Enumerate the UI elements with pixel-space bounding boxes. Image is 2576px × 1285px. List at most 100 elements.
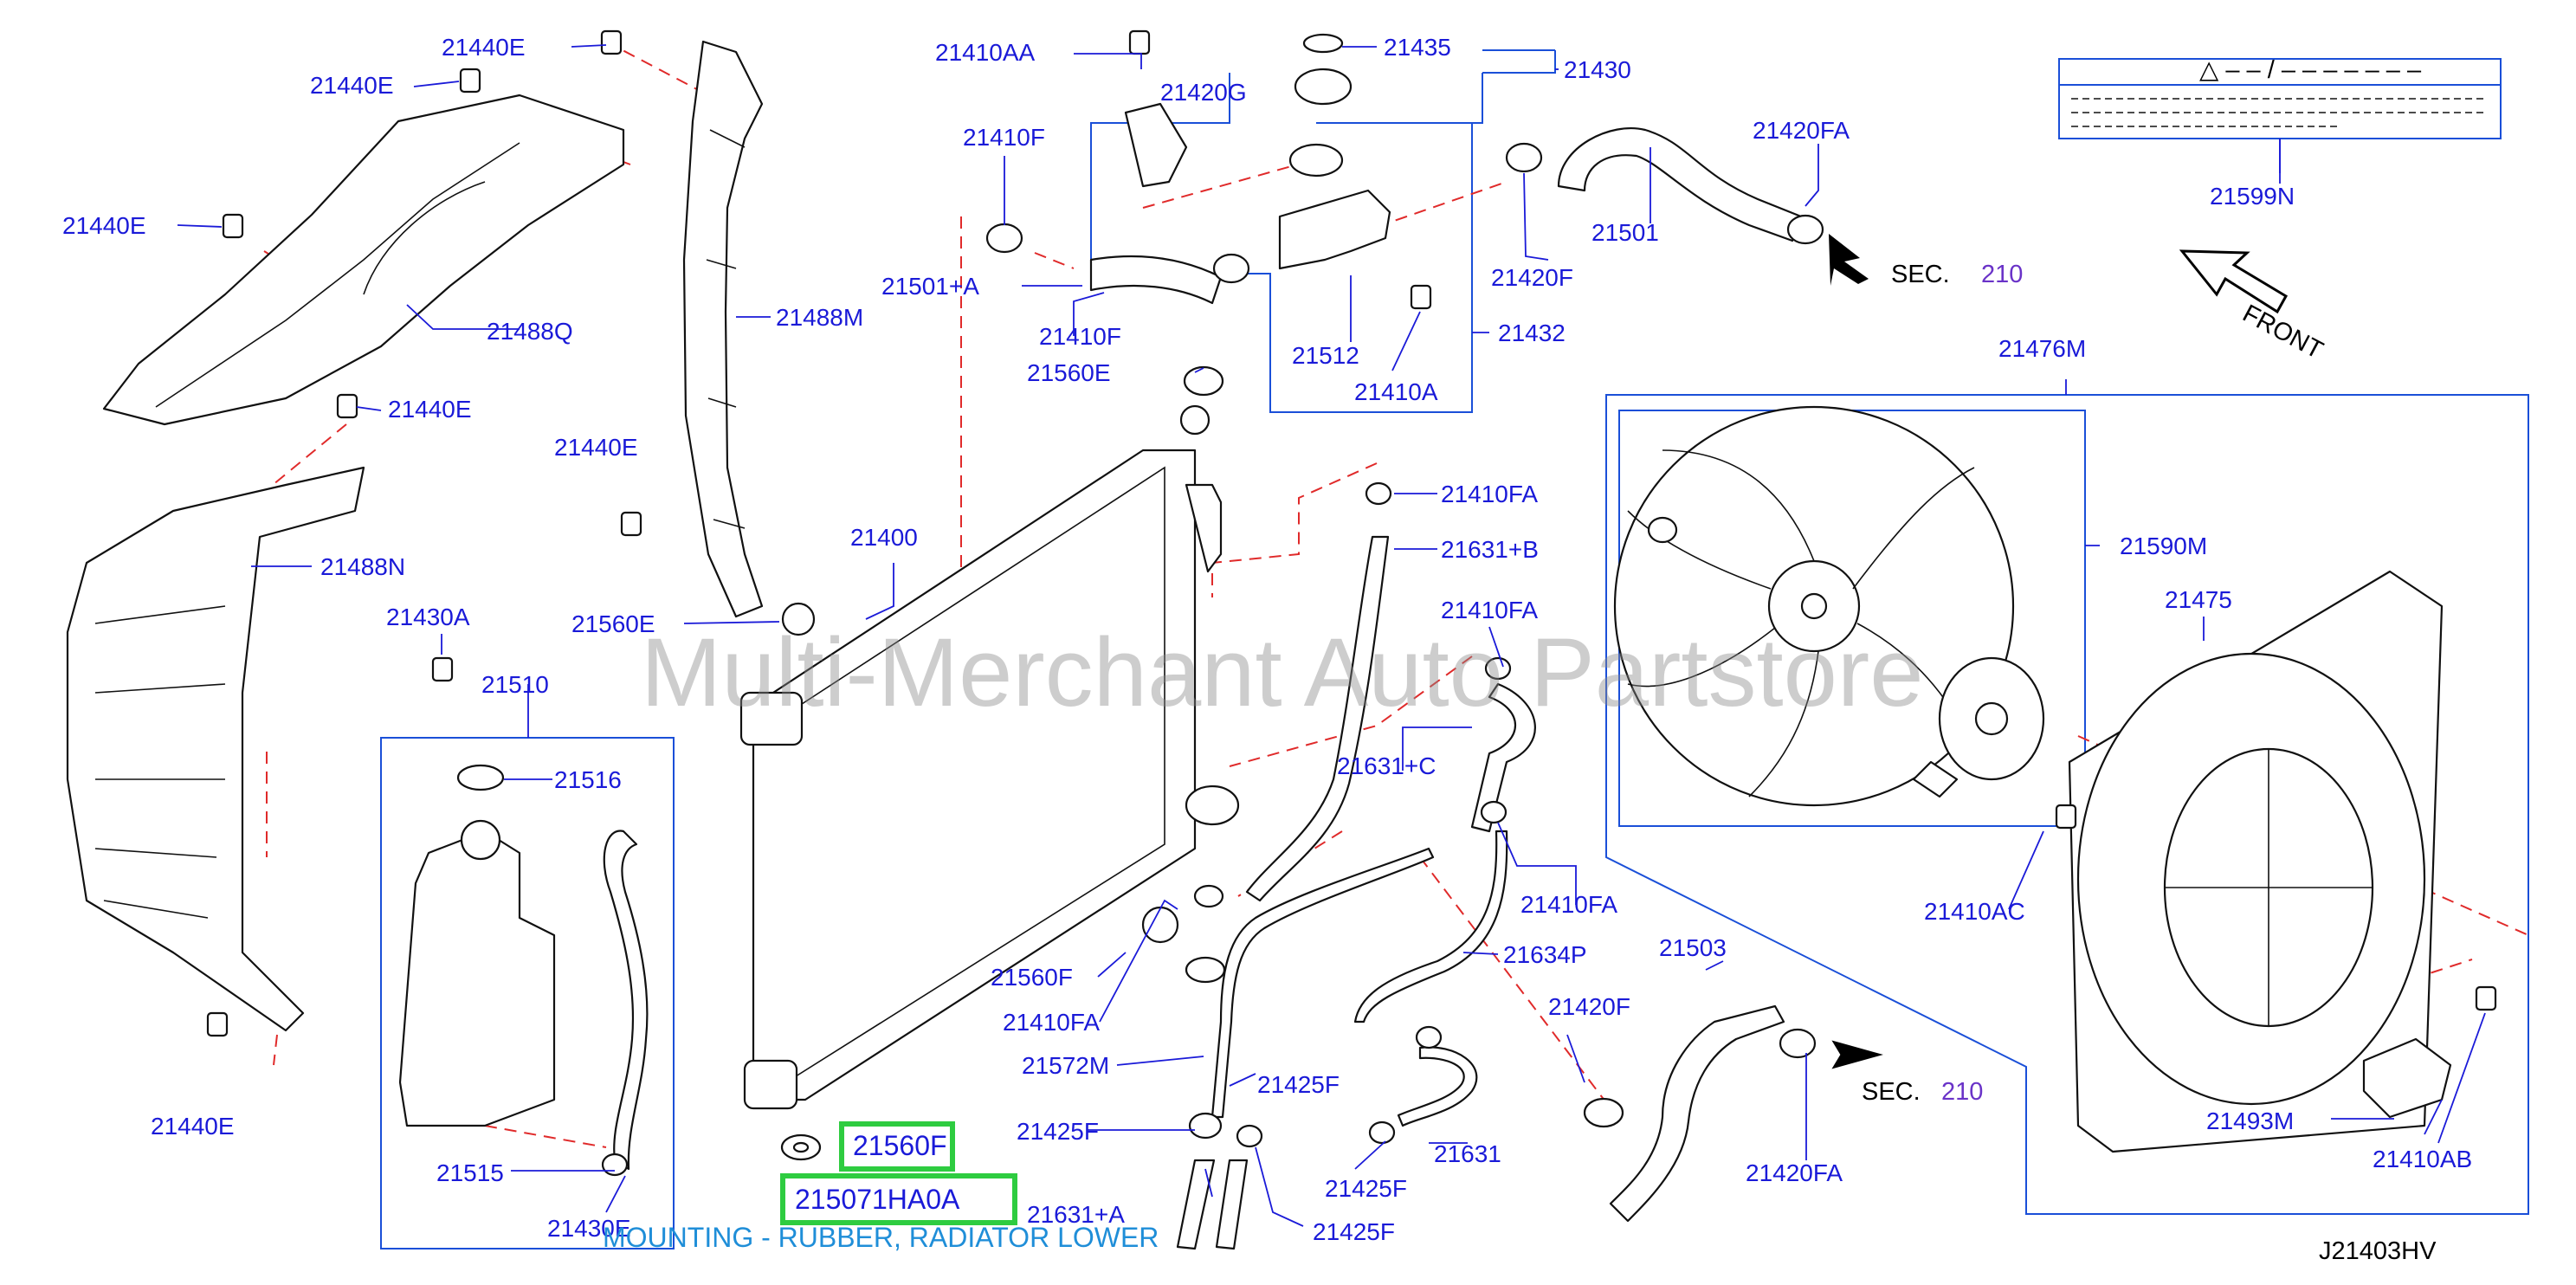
label-21560E[interactable]: 21560E (571, 610, 655, 637)
highlight-callout-box (839, 1121, 955, 1172)
front-label: FRONT (2238, 300, 2327, 365)
box-21430-upper (1316, 49, 1556, 124)
label-21410F[interactable]: 21410F (963, 124, 1045, 151)
label-21510[interactable]: 21510 (481, 671, 549, 698)
label-21488M[interactable]: 21488M (776, 304, 863, 331)
label-21631pA[interactable]: 21631+A (1027, 1201, 1125, 1228)
label-21599N[interactable]: 21599N (2210, 183, 2295, 210)
label-21425F[interactable]: 21425F (1325, 1175, 1407, 1202)
label-21440E[interactable]: 21440E (62, 212, 146, 239)
label-21430[interactable]: 21430 (1564, 56, 1631, 83)
label-21420FA[interactable]: 21420FA (1746, 1159, 1843, 1186)
label-21430A[interactable]: 21430A (386, 604, 470, 630)
label-21476M[interactable]: 21476M (1998, 335, 2086, 362)
part-21634P (1353, 830, 1508, 1023)
label-21440E[interactable]: 21440E (388, 396, 472, 423)
part-motor (1912, 656, 2045, 798)
label-21410FA[interactable]: 21410FA (1441, 597, 1538, 623)
part-21400 (752, 449, 1197, 1101)
label-21475[interactable]: 21475 (2165, 586, 2232, 613)
part-21488N (66, 466, 365, 1032)
label-21435[interactable]: 21435 (1384, 34, 1451, 61)
label-21560E[interactable]: 21560E (1027, 359, 1111, 386)
label-21560F[interactable]: 21560F (991, 964, 1073, 991)
box-21476M (1605, 394, 2529, 1215)
highlight-callout[interactable]: 21560F (853, 1130, 947, 1161)
section-ref-number[interactable]: 210 (1981, 261, 2023, 288)
label-21432[interactable]: 21432 (1498, 320, 1566, 346)
watermark: Multi-Merchant Auto Partstore (641, 618, 1923, 726)
label-21410AC[interactable]: 21410AC (1924, 898, 2025, 925)
label-21410AA[interactable]: 21410AA (935, 39, 1036, 66)
label-21410AB[interactable]: 21410AB (2373, 1146, 2472, 1172)
label-21410FA[interactable]: 21410FA (1520, 891, 1617, 918)
label-21488Q[interactable]: 21488Q (487, 318, 573, 345)
section-ref-number[interactable]: 210 (1941, 1078, 1983, 1106)
part-21572M (1211, 847, 1435, 1119)
warning-label-21599N: △ – – / – – – – – – – (2071, 56, 2485, 173)
label-21425F[interactable]: 21425F (1313, 1218, 1395, 1245)
label-21516[interactable]: 21516 (554, 766, 622, 793)
label-21515[interactable]: 21515 (436, 1159, 504, 1186)
part-labels: 21440E 21440E 21440E 21488Q 21440E 21488… (62, 34, 2472, 1245)
sec-arrow-lower (1831, 1040, 1883, 1069)
part-21515 (603, 830, 649, 1171)
part-21435 (1302, 33, 1344, 54)
label-21410FA[interactable]: 21410FA (1003, 1009, 1100, 1036)
part-21516 (456, 764, 505, 791)
label-21420G[interactable]: 21420G (1160, 79, 1247, 106)
highlight-part-number[interactable]: 215071HA0A (795, 1184, 960, 1215)
highlight: 21560F 215071HA0A MOUNTING - RUBBER, RAD… (603, 1121, 1159, 1253)
label-21493M[interactable]: 21493M (2206, 1107, 2294, 1134)
label-21488N[interactable]: 21488N (320, 553, 405, 580)
label-21631pB[interactable]: 21631+B (1441, 536, 1539, 563)
section-ref-prefix: SEC. (1891, 261, 1950, 288)
label-21503[interactable]: 21503 (1659, 934, 1727, 961)
label-21440E[interactable]: 21440E (554, 434, 638, 461)
label-21420F[interactable]: 21420F (1491, 264, 1573, 291)
label-21631pC[interactable]: 21631+C (1337, 752, 1436, 779)
label-21440E[interactable]: 21440E (151, 1113, 235, 1140)
leader-lines (177, 44, 2486, 1227)
part-21631pB (1245, 535, 1390, 902)
parts (66, 29, 2497, 1250)
label-21410A[interactable]: 21410A (1354, 378, 1438, 405)
part-21510 (398, 830, 556, 1127)
part-21631 (1397, 1046, 1478, 1127)
label-21512[interactable]: 21512 (1292, 342, 1359, 369)
part-21631pA (1176, 1159, 1249, 1250)
section-ref-prefix: SEC. (1862, 1078, 1921, 1106)
warning-label-symbol: △ – – / – – – – – – – (2199, 56, 2422, 84)
part-21503 (1609, 1004, 1785, 1223)
label-21631[interactable]: 21631 (1434, 1140, 1501, 1167)
label-21501pA[interactable]: 21501+A (881, 273, 979, 300)
label-21425F[interactable]: 21425F (1257, 1071, 1340, 1098)
part-21512 (1278, 189, 1391, 270)
label-21400[interactable]: 21400 (850, 524, 918, 551)
label-21440E[interactable]: 21440E (310, 72, 394, 99)
sec-arrow-upper (1829, 234, 1869, 286)
label-21410F[interactable]: 21410F (1039, 323, 1121, 350)
label-21420FA[interactable]: 21420FA (1753, 117, 1850, 144)
label-21420F[interactable]: 21420F (1548, 993, 1630, 1020)
part-21631pC (1470, 682, 1536, 833)
label-21590M[interactable]: 21590M (2120, 533, 2207, 559)
part-21590M (1613, 405, 2015, 807)
label-21410FA[interactable]: 21410FA (1441, 481, 1538, 507)
label-21440E[interactable]: 21440E (442, 34, 526, 61)
part-21430 (1294, 68, 1353, 106)
highlight-partnumber-box (780, 1173, 1017, 1225)
highlight-description: MOUNTING - RUBBER, RADIATOR LOWER (603, 1222, 1159, 1253)
label-21572M[interactable]: 21572M (1022, 1052, 1109, 1079)
part-21488M (682, 40, 764, 618)
part-21501pA (1089, 255, 1223, 305)
label-21501[interactable]: 21501 (1591, 219, 1659, 246)
box-21510 (380, 737, 675, 1249)
label-21425F[interactable]: 21425F (1017, 1118, 1099, 1145)
label-21430E[interactable]: 21430E (547, 1215, 631, 1242)
part-21475 (2068, 570, 2444, 1153)
label-21634P[interactable]: 21634P (1503, 941, 1587, 968)
front-arrow (2179, 249, 2289, 314)
part-21420G (1124, 102, 1188, 188)
